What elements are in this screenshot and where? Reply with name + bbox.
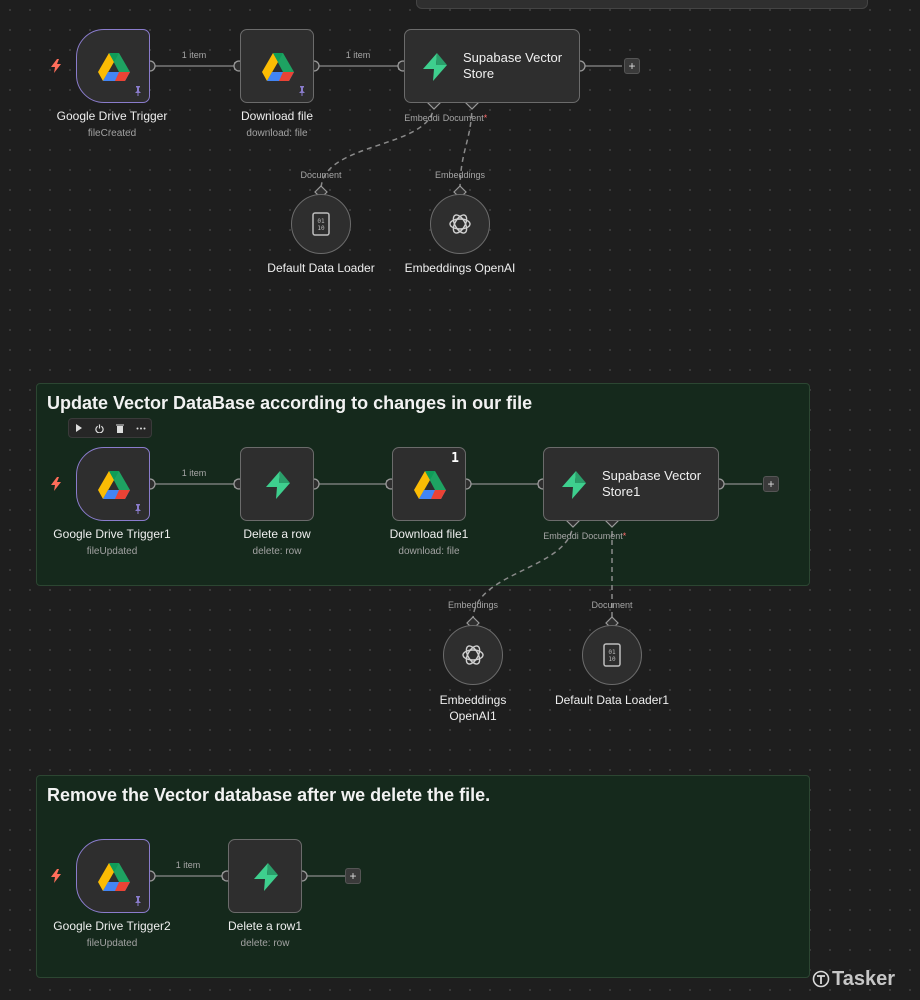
node-delete-a-row1[interactable] (228, 839, 302, 913)
sticky-note-title: Update Vector DataBase according to chan… (47, 393, 533, 413)
node-title: Download file1 (389, 527, 469, 541)
node-subtitle: fileUpdated (86, 546, 138, 557)
node-title: Default Data Loader1 (554, 693, 670, 707)
supabase-icon (254, 863, 278, 891)
node-subtitle: fileCreated (87, 128, 137, 139)
node-title: Google Drive Trigger2 (53, 919, 171, 933)
node-google-drive-trigger[interactable] (76, 29, 150, 103)
svg-text:10: 10 (317, 225, 325, 232)
watermark-text: Tasker (832, 968, 896, 990)
node-title: Embeddings OpenAI (404, 261, 516, 275)
edge-item-count: 1 item (181, 468, 207, 478)
node-toolbar (68, 418, 152, 438)
node-title: Download file (240, 109, 314, 123)
node-google-drive-trigger1[interactable] (76, 447, 150, 521)
add-node-button[interactable]: + (624, 58, 640, 74)
node-title: Google Drive Trigger (56, 109, 168, 123)
port-label-document: Document (300, 170, 342, 180)
node-title: Supabase Vector Store (463, 50, 563, 81)
svg-text:01: 01 (317, 218, 325, 225)
port-label-embeddings: Embeddings (434, 170, 486, 180)
google-drive-icon (414, 471, 446, 499)
node-title: Supabase Vector Store1 (602, 468, 702, 499)
add-node-button[interactable]: + (345, 868, 361, 884)
node-embeddings-openai1[interactable] (443, 625, 503, 685)
node-delete-a-row[interactable] (240, 447, 314, 521)
lightning-icon (51, 477, 61, 491)
dashed-connection (472, 521, 574, 621)
power-icon[interactable] (93, 421, 107, 435)
node-title: Delete a row (243, 527, 311, 541)
edge-item-count: 1 item (175, 860, 201, 870)
openai-icon (462, 645, 484, 665)
play-icon[interactable] (72, 421, 86, 435)
supabase-icon (423, 53, 447, 81)
pin-icon (135, 896, 141, 906)
svg-text:01: 01 (608, 649, 616, 656)
node-download-file[interactable] (240, 29, 314, 103)
node-title: Delete a row1 (227, 919, 303, 933)
google-drive-icon (98, 53, 130, 81)
node-subtitle: delete: row (252, 546, 302, 557)
node-subtitle: download: file (246, 128, 308, 139)
sticky-note-title: Remove the Vector database after we dele… (47, 785, 491, 805)
lightning-icon (51, 59, 61, 73)
node-supabase-vector-store[interactable]: Supabase Vector Store (404, 29, 580, 103)
node-subtitle: delete: row (240, 938, 290, 949)
google-drive-icon (262, 53, 294, 81)
more-icon[interactable] (134, 421, 148, 435)
run-count-badge: 1 (451, 451, 459, 466)
dashed-connection (320, 103, 435, 191)
node-title: Embeddings OpenAI1 (439, 693, 507, 723)
node-subtitle: fileUpdated (86, 938, 138, 949)
trash-icon[interactable] (113, 421, 127, 435)
node-embeddings-openai[interactable] (430, 194, 490, 254)
openai-icon (449, 214, 471, 234)
pin-icon (135, 504, 141, 514)
node-title: Google Drive Trigger1 (53, 527, 171, 541)
port-label-document: Document* (581, 531, 627, 541)
node-download-file1[interactable]: 1 (392, 447, 466, 521)
port-label-document: Document (591, 600, 633, 610)
top-toolbar-panel (416, 0, 868, 9)
pin-icon (299, 86, 305, 96)
node-supabase-vector-store1[interactable]: Supabase Vector Store1 (543, 447, 719, 521)
tasker-logo-icon (812, 970, 830, 988)
lightning-icon (51, 869, 61, 883)
supabase-icon (562, 471, 586, 499)
svg-text:10: 10 (608, 656, 616, 663)
add-node-button[interactable]: + (763, 476, 779, 492)
port-label-document: Document* (442, 113, 488, 123)
edge-item-count: 1 item (345, 50, 371, 60)
port-label-embeddings: Embeddings (447, 600, 499, 610)
node-google-drive-trigger2[interactable] (76, 839, 150, 913)
port-label-embeddings: Embeddi (404, 113, 440, 123)
google-drive-icon (98, 471, 130, 499)
port-label-embeddings: Embeddi (543, 531, 579, 541)
supabase-icon (266, 471, 290, 499)
node-subtitle: download: file (398, 546, 460, 557)
node-title: Default Data Loader (267, 261, 375, 275)
pin-icon (135, 86, 141, 96)
edge-item-count: 1 item (181, 50, 207, 60)
google-drive-icon (98, 863, 130, 891)
dashed-connection (459, 103, 473, 191)
